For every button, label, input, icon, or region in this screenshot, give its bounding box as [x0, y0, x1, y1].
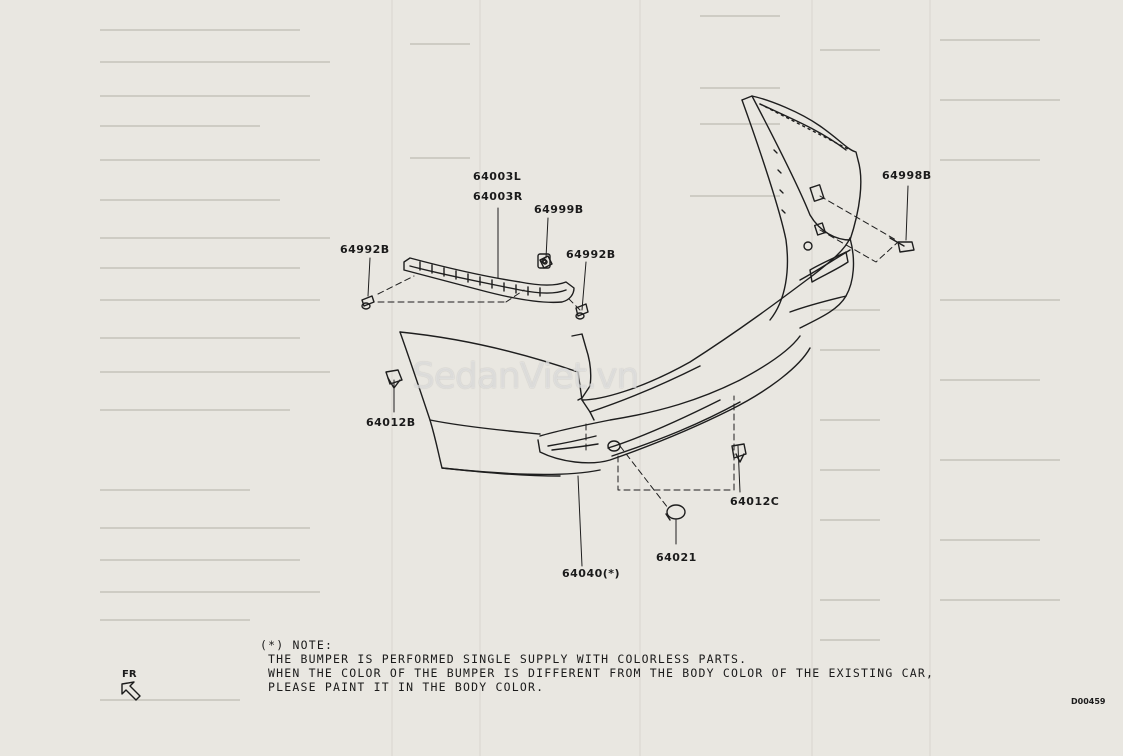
cap-64021: [665, 504, 686, 521]
note-line-2: WHEN THE COLOR OF THE BUMPER IS DIFFEREN…: [268, 666, 935, 680]
part-label-64003L: 64003L: [473, 170, 522, 183]
bumper-bracket: [403, 255, 575, 304]
bumper-note: (*) NOTE: THE BUMPER IS PERFORMED SINGLE…: [260, 638, 935, 694]
clip-64012B: [385, 369, 403, 389]
fastener-64992B-right: [575, 303, 589, 320]
part-label-64040: 64040(*): [562, 567, 621, 580]
part-label-64992B-left: 64992B: [340, 243, 390, 256]
clip-64999B: [537, 253, 551, 269]
rear-bumper-cover: [399, 95, 862, 477]
part-label-64999B: 64999B: [534, 203, 584, 216]
part-label-64998B: 64998B: [882, 169, 932, 182]
front-direction-arrow-icon: [121, 681, 141, 701]
part-label-64003R: 64003R: [473, 190, 523, 203]
part-label-64012B: 64012B: [366, 416, 416, 429]
drawing-code: D00459: [1071, 697, 1106, 706]
fastener-64992B-left: [361, 295, 375, 310]
part-label-64021: 64021: [656, 551, 697, 564]
part-label-64992B-right: 64992B: [566, 248, 616, 261]
note-line-3: PLEASE PAINT IT IN THE BODY COLOR.: [268, 680, 545, 694]
bolt-64998B: [889, 237, 915, 253]
note-heading: (*) NOTE:: [260, 638, 334, 652]
front-direction-label: FR: [122, 669, 137, 680]
part-label-64012C: 64012C: [730, 495, 780, 508]
note-line-1: THE BUMPER IS PERFORMED SINGLE SUPPLY WI…: [268, 652, 748, 666]
clip-64012C: [731, 443, 747, 463]
watermark: SedanViet.vn: [412, 356, 639, 397]
